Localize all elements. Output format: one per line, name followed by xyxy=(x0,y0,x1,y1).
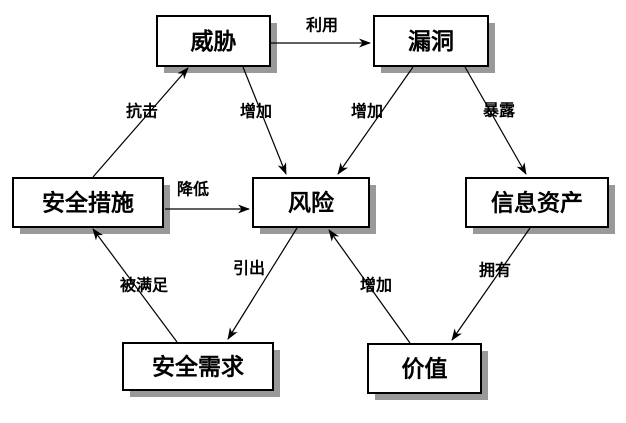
edge-measures-reduce-risk: 降低 xyxy=(165,180,250,214)
edge-vulnerability-increases-risk: 增加 xyxy=(337,66,414,175)
edge-resists-line xyxy=(92,67,189,178)
node-risk-label: 风险 xyxy=(288,190,335,216)
node-value-box xyxy=(367,343,482,394)
node-security-requirements: 安全需求 xyxy=(122,342,280,397)
node-threat: 威胁 xyxy=(156,15,277,73)
edge-increases-risk-label-2: 增加 xyxy=(351,102,383,121)
node-threat-label: 威胁 xyxy=(191,28,237,54)
edge-leads-to-label: 引出 xyxy=(233,259,265,278)
node-information-assets: 信息资产 xyxy=(465,177,615,234)
node-vulnerability-label: 漏洞 xyxy=(408,28,454,54)
edge-increases-risk-label-1: 增加 xyxy=(240,102,272,121)
edge-exposes-line xyxy=(464,66,527,175)
node-value: 价值 xyxy=(367,343,488,400)
edge-threat-increases-risk: 增加 xyxy=(240,66,287,175)
node-value-label: 价值 xyxy=(402,356,448,382)
edge-owns-line xyxy=(451,227,531,341)
node-security-measures-box xyxy=(12,177,164,228)
edge-vulnerability-exposes-assets: 暴露 xyxy=(464,66,527,175)
node-information-assets-label: 信息资产 xyxy=(491,190,583,216)
node-security-measures: 安全措施 xyxy=(12,177,170,234)
edge-threat-exploits-vulnerability: 利用 xyxy=(271,16,371,48)
edge-assets-own-value: 拥有 xyxy=(451,227,531,341)
edge-exposes-label: 暴露 xyxy=(482,102,516,120)
edge-requirements-satisfied-by-measures: 被满足 xyxy=(92,228,178,343)
edge-leads-to-line xyxy=(227,227,298,340)
node-security-requirements-box xyxy=(122,342,274,391)
node-risk-box xyxy=(252,177,370,228)
node-information-assets-box xyxy=(465,177,609,228)
edge-owns-label: 拥有 xyxy=(479,261,511,280)
edge-satisfied-label: 被满足 xyxy=(120,276,169,295)
edge-increases-risk-label-3: 增加 xyxy=(360,276,392,295)
edge-increases-risk-line-1 xyxy=(242,66,287,175)
edge-reduces-label: 降低 xyxy=(177,180,209,199)
node-vulnerability-box xyxy=(373,15,489,67)
node-risk: 风险 xyxy=(252,177,376,234)
node-threat-box xyxy=(156,15,271,67)
node-security-measures-label: 安全措施 xyxy=(42,190,134,216)
edge-resists-label: 抗击 xyxy=(126,102,158,121)
edge-risk-leads-to-requirements: 引出 xyxy=(227,227,298,340)
node-vulnerability: 漏洞 xyxy=(373,15,495,73)
edge-measures-resist-threat: 抗击 xyxy=(92,67,189,178)
edge-satisfied-line xyxy=(92,228,178,343)
edge-exploits-label: 利用 xyxy=(306,16,338,35)
node-security-requirements-label: 安全需求 xyxy=(152,354,244,380)
edge-value-increases-risk: 增加 xyxy=(328,229,411,344)
edge-increases-risk-line-2 xyxy=(337,66,414,175)
edge-increases-risk-line-3 xyxy=(328,229,411,344)
